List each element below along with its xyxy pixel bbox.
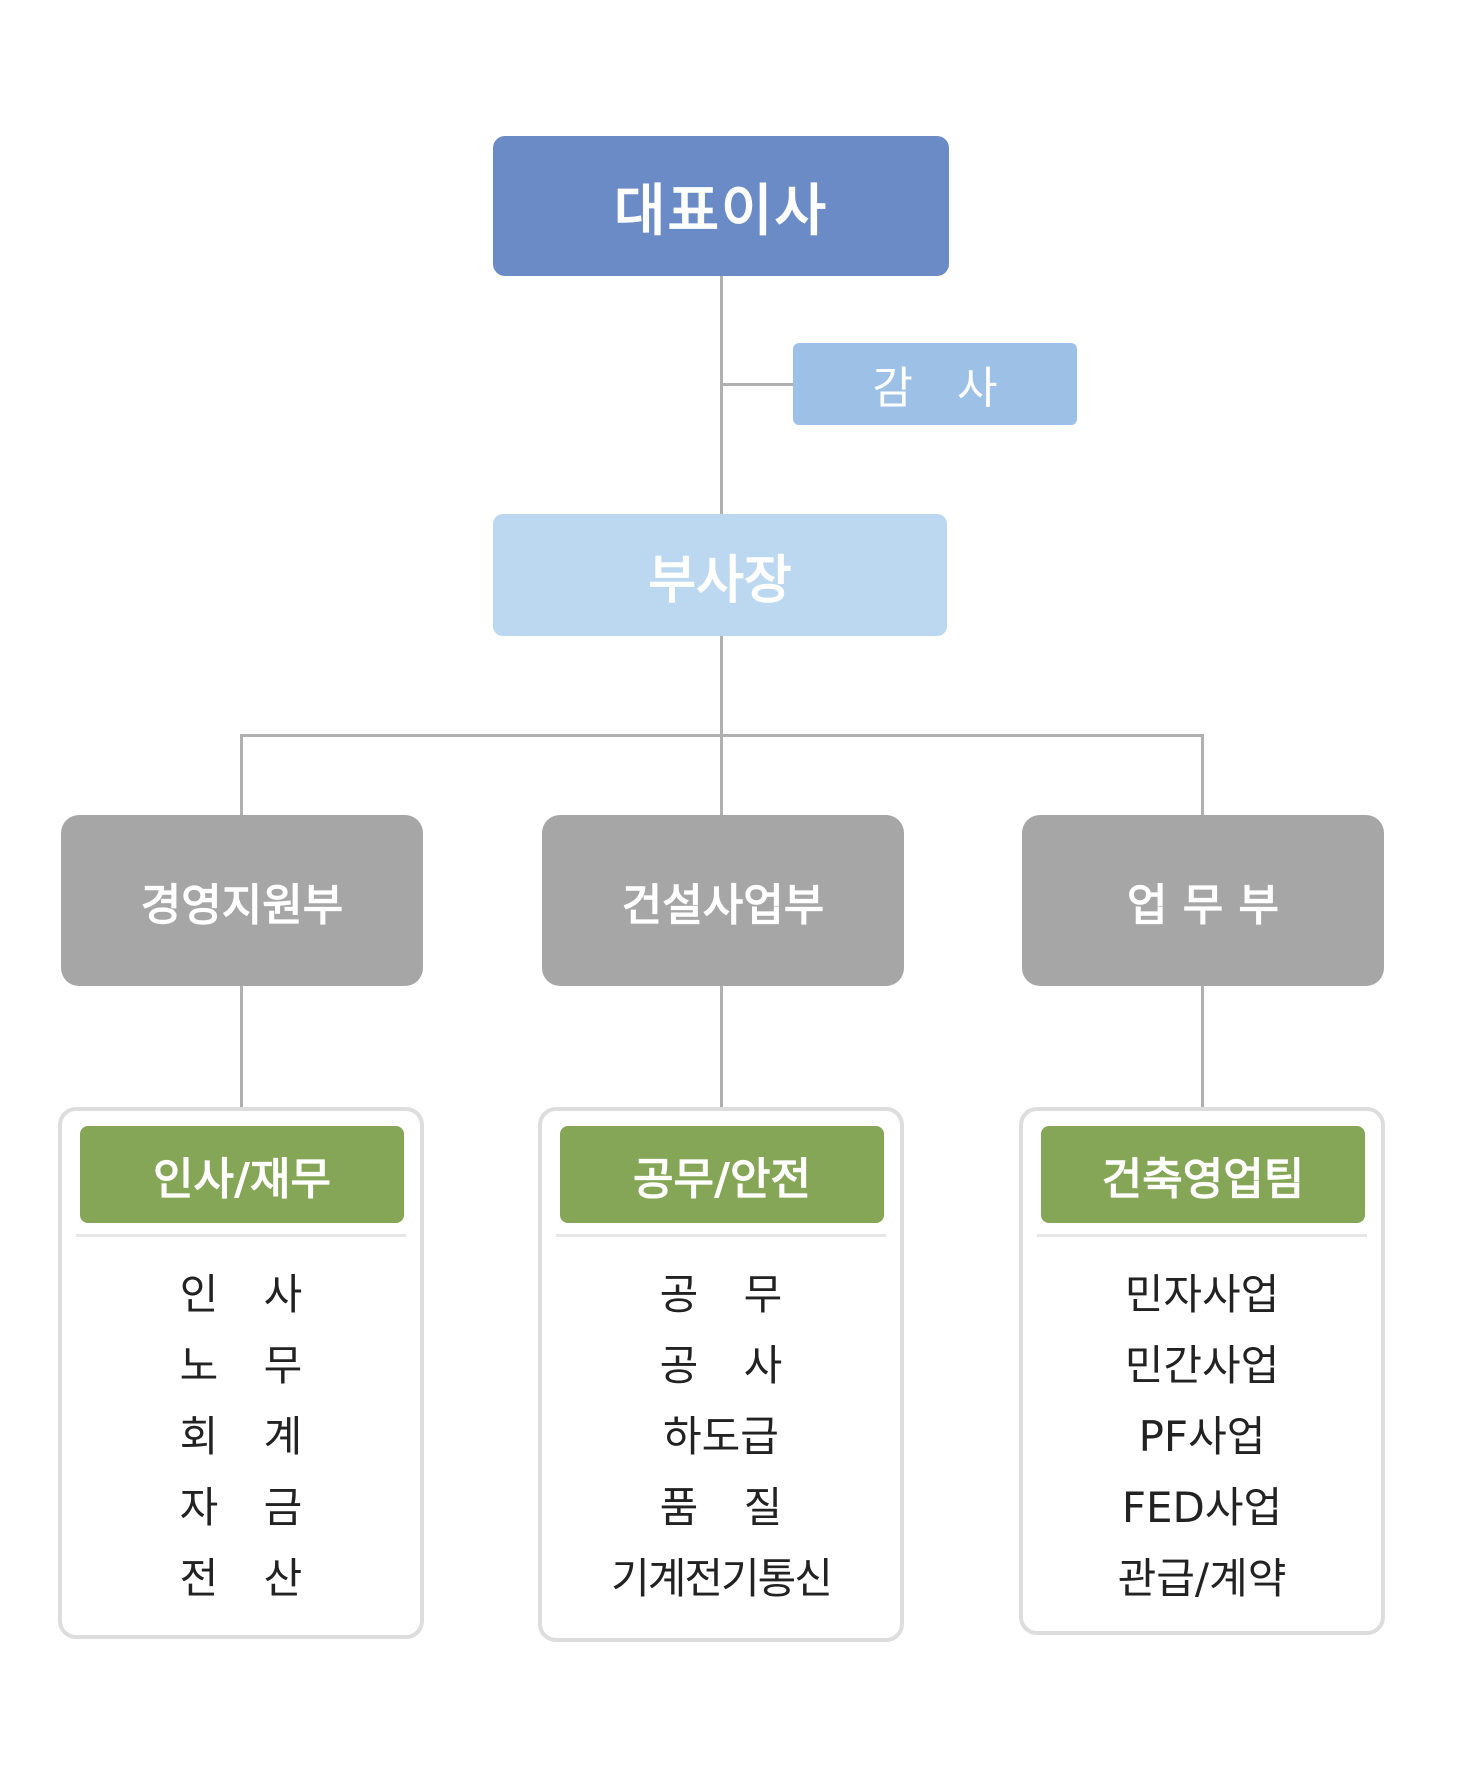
connector-dept-2-team xyxy=(720,986,723,1107)
connector-branch-dept-1 xyxy=(240,734,243,815)
panel-divider xyxy=(76,1234,406,1237)
panel-divider xyxy=(556,1234,886,1237)
list-item: 하도급 xyxy=(663,1412,779,1461)
vice-president-label: 부사장 xyxy=(648,550,792,611)
department-label: 업 무 부 xyxy=(1126,879,1280,931)
list-item: 관급/계약 xyxy=(1117,1554,1287,1603)
connector-vp-branch xyxy=(720,636,723,737)
team-header: 인사/재무 xyxy=(80,1126,404,1223)
department-box-construction: 건설사업부 xyxy=(542,815,904,986)
team-panel-architecture-sales: 건축영업팀 민자사업 민간사업 PF사업 FED사업 관급/계약 xyxy=(1019,1107,1385,1635)
list-item: PF사업 xyxy=(1138,1412,1266,1461)
department-box-management-support: 경영지원부 xyxy=(61,815,423,986)
team-header: 건축영업팀 xyxy=(1041,1126,1365,1223)
connector-ceo-vp xyxy=(720,276,723,514)
list-item: 기계전기통신 xyxy=(611,1554,833,1603)
ceo-label: 대표이사 xyxy=(613,178,829,244)
list-item: FED사업 xyxy=(1121,1483,1283,1532)
list-item: 민간사업 xyxy=(1124,1341,1280,1390)
panel-divider xyxy=(1037,1234,1367,1237)
audit-label-char-2: 사 xyxy=(957,363,998,414)
team-header: 공무/안전 xyxy=(560,1126,884,1223)
team-item-list: 민자사업 민간사업 PF사업 FED사업 관급/계약 xyxy=(1023,1256,1381,1611)
vice-president-box: 부사장 xyxy=(493,514,947,636)
audit-label-char-1: 감 xyxy=(872,363,913,414)
connector-audit xyxy=(720,383,793,386)
connector-dept-3-team xyxy=(1201,986,1204,1107)
ceo-box: 대표이사 xyxy=(493,136,949,276)
connector-branch-dept-2 xyxy=(720,734,723,815)
department-box-operations: 업 무 부 xyxy=(1022,815,1384,986)
team-label: 공무/안전 xyxy=(633,1153,811,1205)
department-label: 경영지원부 xyxy=(140,879,344,931)
connector-branch-dept-3 xyxy=(1201,734,1204,815)
team-label: 인사/재무 xyxy=(153,1153,331,1205)
department-label: 건설사업부 xyxy=(621,879,825,931)
list-item: 민자사업 xyxy=(1124,1270,1280,1319)
team-label: 건축영업팀 xyxy=(1101,1153,1305,1205)
audit-box: 감 사 xyxy=(793,343,1077,425)
connector-dept-1-team xyxy=(240,986,243,1107)
